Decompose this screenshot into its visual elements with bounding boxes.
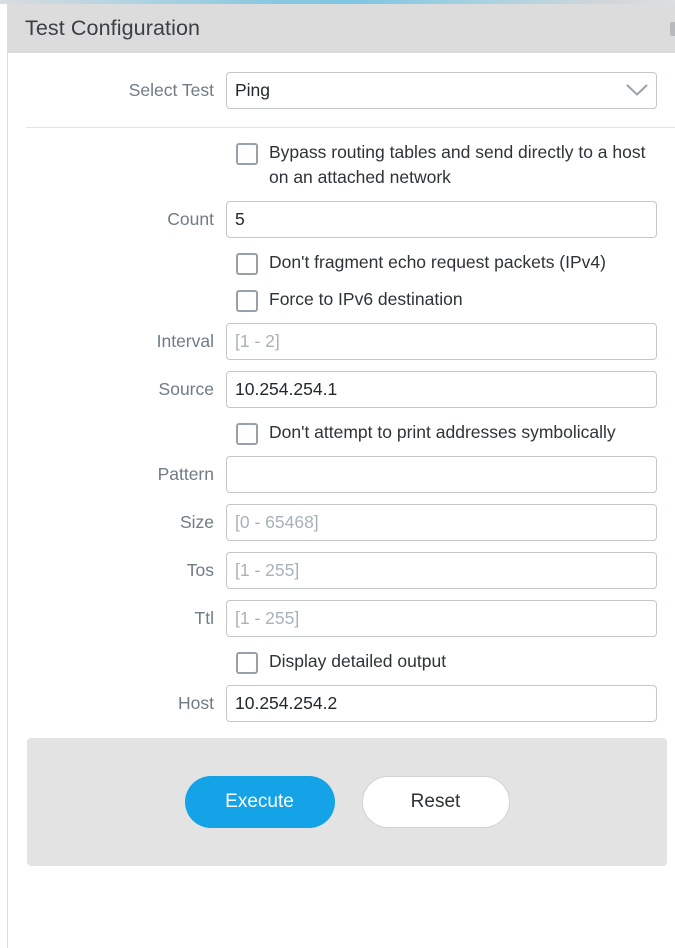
- field-row-ttl: Ttl: [8, 600, 675, 637]
- field-row-source: Source: [8, 371, 675, 408]
- panel-footer: Execute Reset: [27, 738, 667, 866]
- checkbox-bypass-routing[interactable]: [236, 143, 258, 165]
- pattern-input[interactable]: [226, 456, 657, 493]
- field-row-count: Count: [8, 201, 675, 238]
- checkbox-dont-fragment[interactable]: [236, 253, 258, 275]
- select-test-label: Select Test: [128, 80, 214, 100]
- field-label-tos: Tos: [186, 560, 214, 580]
- checkbox-row-dont-fragment[interactable]: Don't fragment echo request packets (IPv…: [8, 250, 675, 275]
- section-divider: [26, 127, 675, 128]
- panel-edge-handle[interactable]: [670, 22, 675, 36]
- checkbox-label-dont-fragment: Don't fragment echo request packets (IPv…: [269, 252, 606, 272]
- top-progress-accent-bar: [0, 0, 675, 4]
- select-test-value: Ping: [226, 72, 657, 109]
- execute-button[interactable]: Execute: [184, 776, 335, 828]
- page-title: Test Configuration: [25, 16, 201, 40]
- checkbox-row-no-symbolic-addresses[interactable]: Don't attempt to print addresses symboli…: [8, 420, 675, 445]
- field-row-interval: Interval: [8, 323, 675, 360]
- field-row-host: Host: [8, 685, 675, 722]
- field-label-interval: Interval: [156, 331, 214, 351]
- field-label-size: Size: [179, 512, 214, 532]
- test-configuration-panel: Test Configuration Select Test Ping Bypa…: [7, 4, 675, 948]
- host-input[interactable]: [226, 685, 657, 722]
- checkbox-no-symbolic-addresses[interactable]: [236, 423, 258, 445]
- field-row-pattern: Pattern: [8, 456, 675, 493]
- reset-button[interactable]: Reset: [361, 776, 510, 828]
- size-input[interactable]: [226, 504, 657, 541]
- interval-input[interactable]: [226, 323, 657, 360]
- panel-header: Test Configuration: [8, 4, 675, 53]
- checkbox-row-verbose-output[interactable]: Display detailed output: [8, 649, 675, 674]
- checkbox-label-bypass-routing: Bypass routing tables and send directly …: [269, 142, 646, 187]
- count-input[interactable]: [226, 201, 657, 238]
- checkbox-label-verbose-output: Display detailed output: [269, 651, 447, 671]
- tos-input[interactable]: [226, 552, 657, 589]
- checkbox-verbose-output[interactable]: [236, 652, 258, 674]
- field-label-ttl: Ttl: [194, 608, 214, 628]
- field-label-host: Host: [178, 693, 214, 713]
- select-test-dropdown[interactable]: Ping: [226, 72, 657, 109]
- panel-body: Select Test Ping Bypass routing tables a…: [8, 53, 675, 866]
- source-input[interactable]: [226, 371, 657, 408]
- field-label-source: Source: [158, 379, 214, 399]
- checkbox-label-no-symbolic-addresses: Don't attempt to print addresses symboli…: [269, 422, 616, 442]
- field-label-count: Count: [167, 209, 214, 229]
- checkbox-force-ipv6[interactable]: [236, 290, 258, 312]
- field-label-pattern: Pattern: [157, 464, 214, 484]
- select-test-row: Select Test Ping: [8, 53, 675, 109]
- field-row-tos: Tos: [8, 552, 675, 589]
- ttl-input[interactable]: [226, 600, 657, 637]
- checkbox-label-force-ipv6: Force to IPv6 destination: [269, 289, 463, 309]
- fields-container: Bypass routing tables and send directly …: [8, 140, 675, 722]
- checkbox-row-bypass-routing[interactable]: Bypass routing tables and send directly …: [8, 140, 675, 190]
- checkbox-row-force-ipv6[interactable]: Force to IPv6 destination: [8, 287, 675, 312]
- field-row-size: Size: [8, 504, 675, 541]
